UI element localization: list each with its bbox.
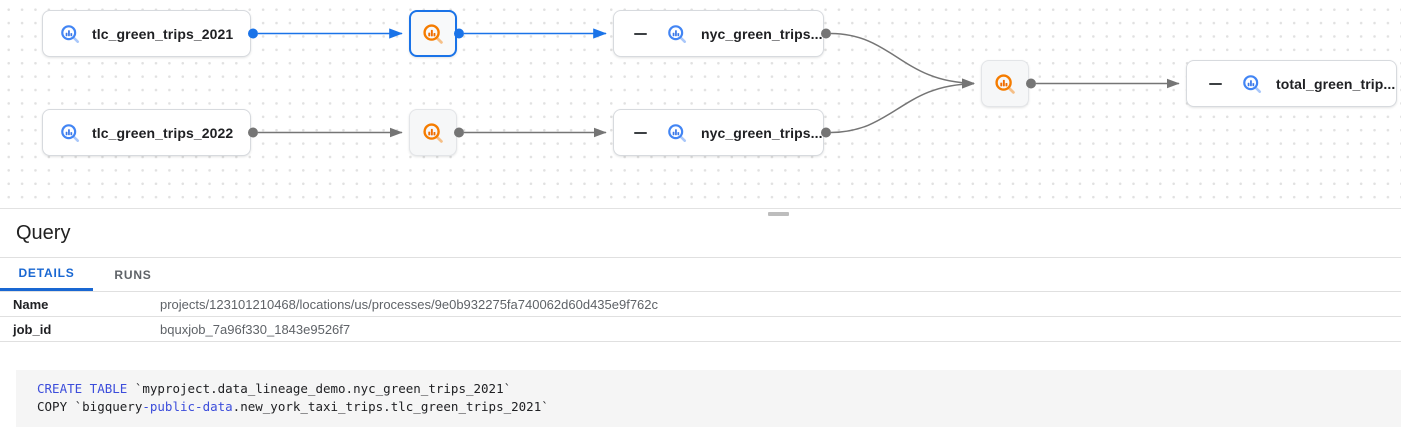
detail-value: bquxjob_7a96f330_1843e9526f7 bbox=[160, 321, 351, 337]
node-label: nyc_green_trips... bbox=[701, 25, 823, 42]
node-label: tlc_green_trips_2021 bbox=[92, 25, 234, 42]
bigquery-table-icon bbox=[59, 122, 81, 144]
node-nyc-green-trips-2021[interactable]: nyc_green_trips... bbox=[613, 10, 824, 57]
bigquery-table-icon bbox=[666, 122, 688, 144]
bigquery-process-icon bbox=[421, 22, 445, 46]
bigquery-process-icon bbox=[421, 121, 445, 145]
tab-label: DETAILS bbox=[18, 266, 75, 280]
bigquery-table-icon bbox=[1241, 73, 1263, 95]
bigquery-table-icon bbox=[59, 23, 81, 45]
detail-row-name: Name projects/123101210468/locations/us/… bbox=[0, 292, 1401, 317]
sql-text: `myproject.data_lineage_demo.nyc_green_t… bbox=[127, 381, 512, 396]
sql-keyword: CREATE TABLE bbox=[37, 381, 128, 396]
tab-bar: DETAILS RUNS bbox=[0, 258, 1401, 292]
sql-text: .new_york_taxi_trips.tlc_green_trips_202… bbox=[232, 399, 549, 414]
sql-text: COPY `bigquery bbox=[37, 399, 143, 414]
query-details-panel: Query DETAILS RUNS Name projects/1231012… bbox=[0, 209, 1401, 427]
node-tlc-green-trips-2022[interactable]: tlc_green_trips_2022 bbox=[42, 109, 251, 156]
detail-value: projects/123101210468/locations/us/proce… bbox=[160, 296, 659, 312]
bigquery-table-icon bbox=[666, 23, 688, 45]
node-label: total_green_trip... bbox=[1276, 75, 1396, 92]
bigquery-process-icon bbox=[993, 72, 1017, 96]
tab-runs[interactable]: RUNS bbox=[93, 258, 173, 291]
detail-row-job-id: job_id bquxjob_7a96f330_1843e9526f7 bbox=[0, 317, 1401, 342]
node-process-1-selected[interactable] bbox=[409, 10, 457, 57]
collapse-icon[interactable] bbox=[1209, 82, 1222, 85]
sql-line: COPY `bigquery-public-data.new_york_taxi… bbox=[37, 398, 1401, 416]
edge bbox=[830, 32, 975, 88]
panel-resize-handle[interactable] bbox=[768, 212, 789, 216]
tab-label: RUNS bbox=[114, 267, 152, 282]
edge bbox=[830, 79, 975, 134]
detail-key: job_id bbox=[13, 321, 52, 337]
collapse-icon[interactable] bbox=[634, 32, 647, 35]
detail-key: Name bbox=[13, 296, 49, 312]
node-total-green-trips[interactable]: total_green_trip... bbox=[1186, 60, 1397, 107]
sql-code-block: CREATE TABLE `myproject.data_lineage_dem… bbox=[16, 370, 1401, 427]
lineage-graph: tlc_green_trips_2021 nyc_green_tr bbox=[0, 0, 1401, 209]
node-process-merge[interactable] bbox=[981, 60, 1029, 107]
panel-header: Query bbox=[0, 209, 1401, 258]
panel-title: Query bbox=[16, 221, 71, 244]
node-label: nyc_green_trips... bbox=[701, 124, 823, 141]
node-label: tlc_green_trips_2022 bbox=[92, 124, 234, 141]
node-process-2[interactable] bbox=[409, 109, 457, 156]
collapse-icon[interactable] bbox=[634, 131, 647, 134]
sql-line: CREATE TABLE `myproject.data_lineage_dem… bbox=[37, 380, 1401, 398]
tab-details[interactable]: DETAILS bbox=[0, 258, 93, 291]
node-tlc-green-trips-2021[interactable]: tlc_green_trips_2021 bbox=[42, 10, 251, 57]
node-nyc-green-trips-2022[interactable]: nyc_green_trips... bbox=[613, 109, 824, 156]
sql-keyword: -public-data bbox=[142, 399, 233, 414]
